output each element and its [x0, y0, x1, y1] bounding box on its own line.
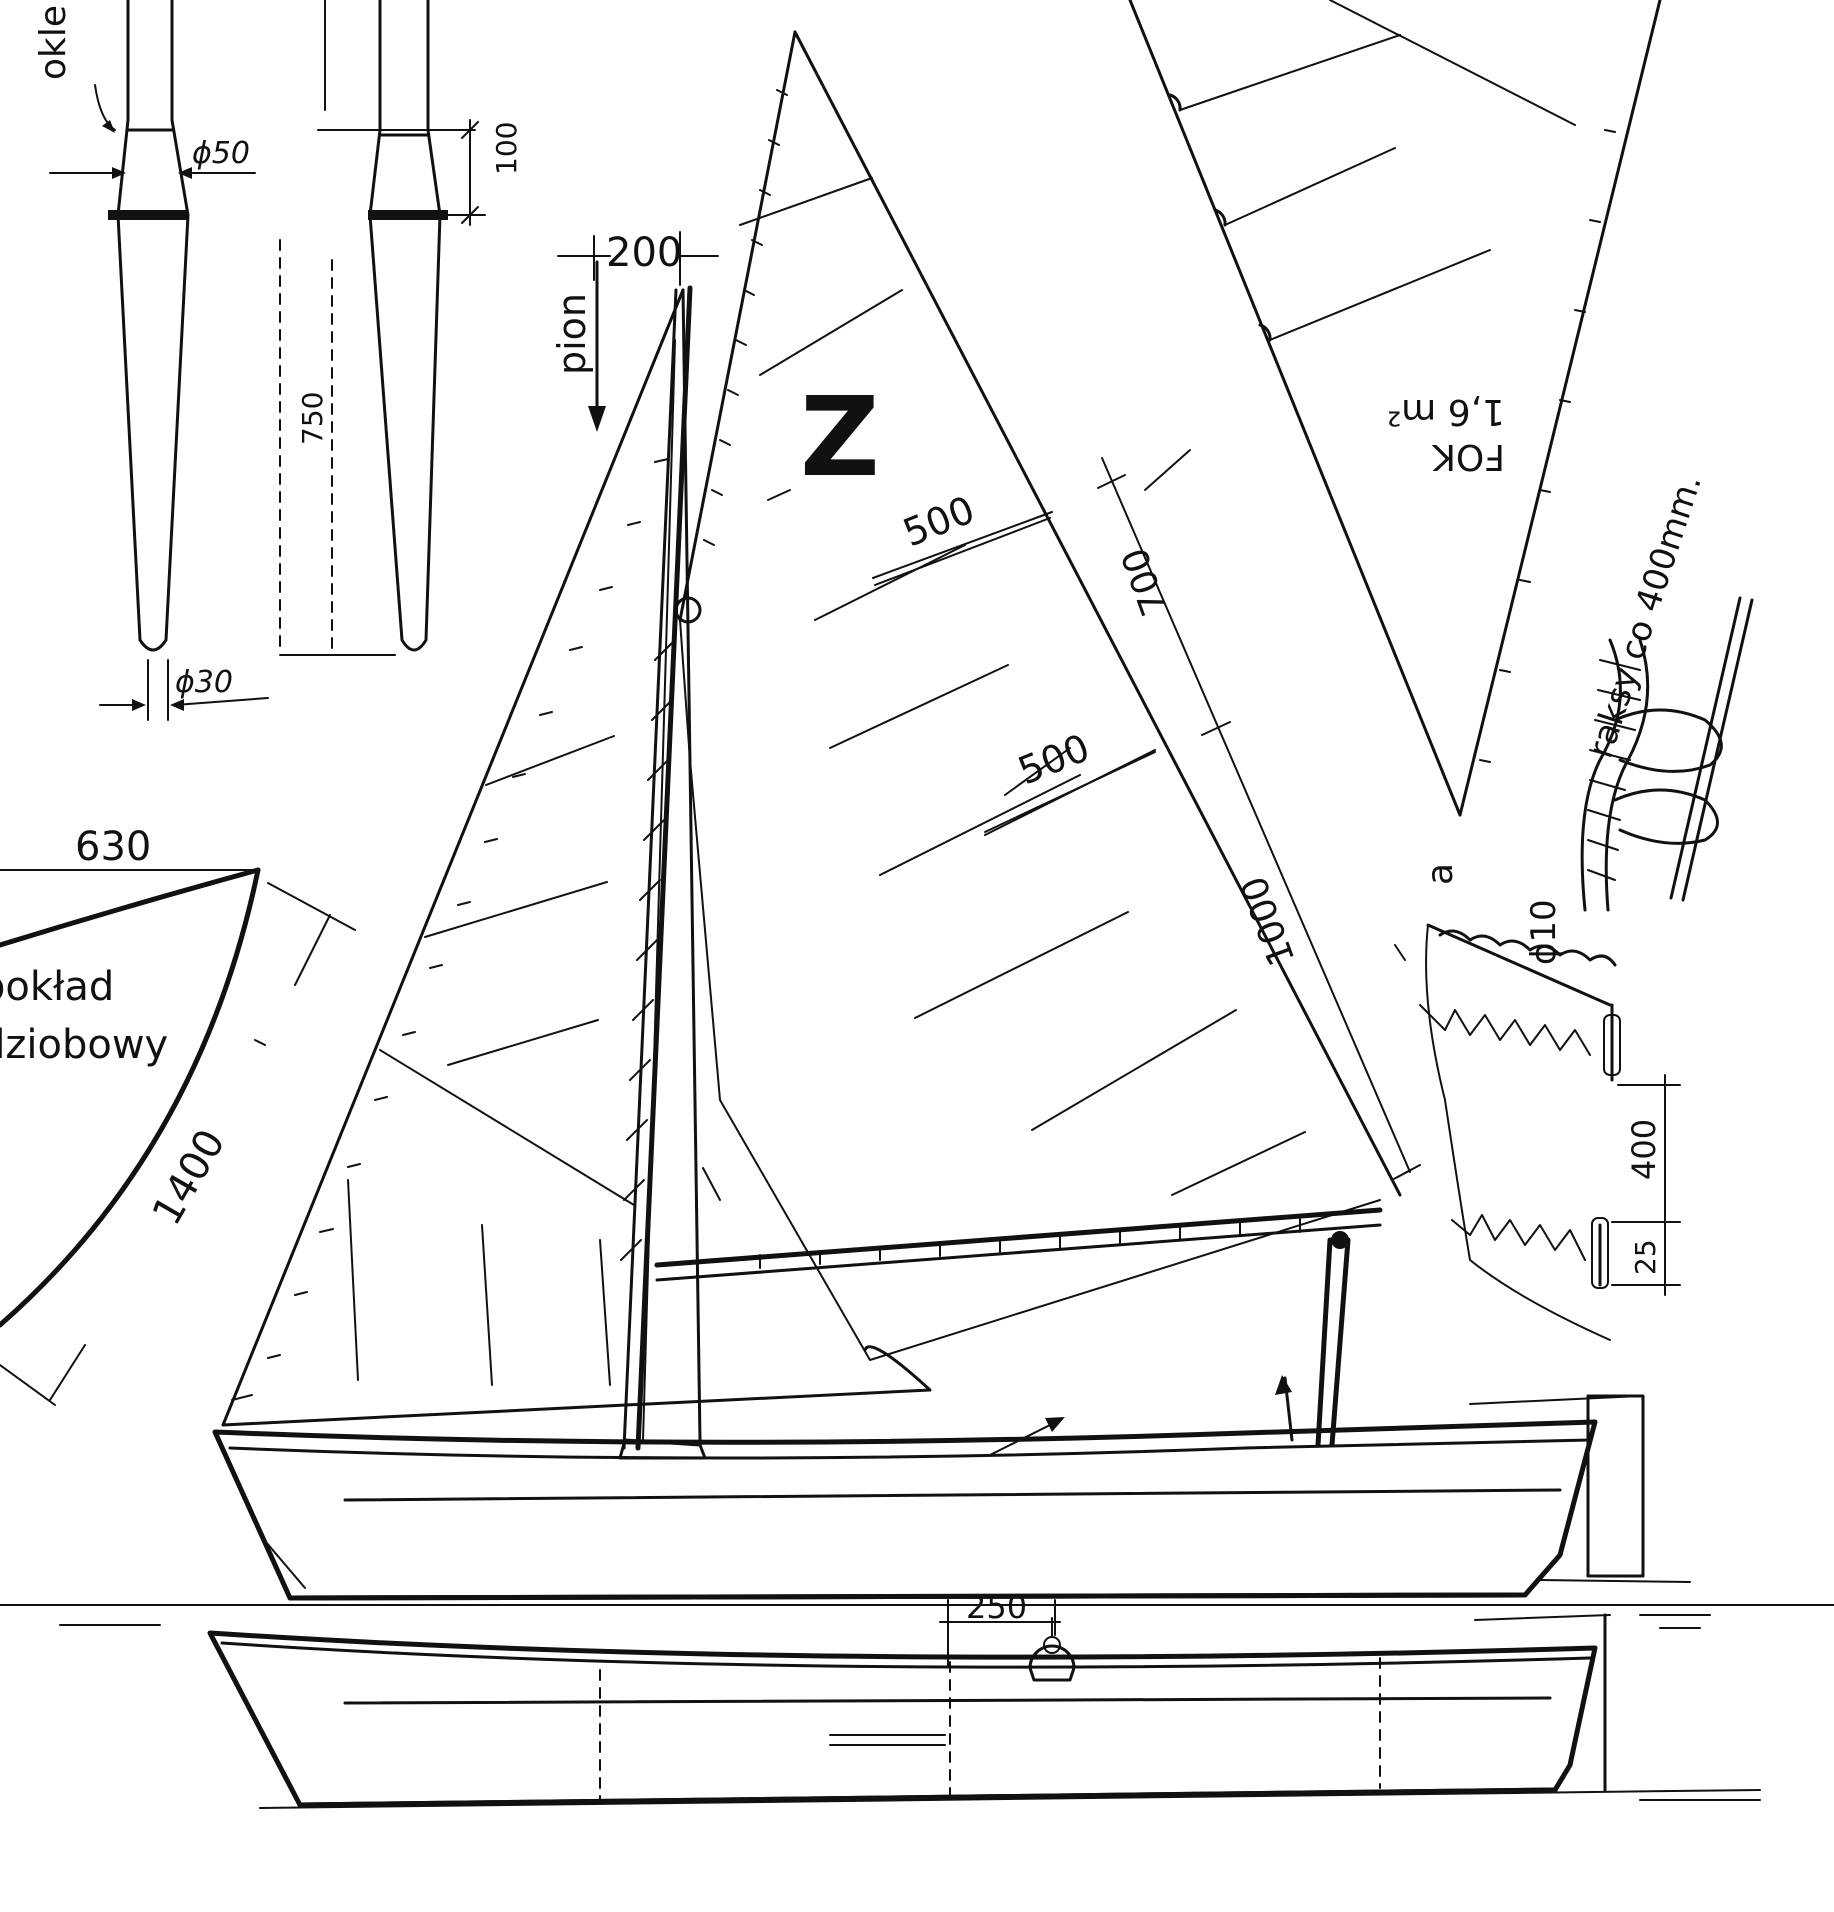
label-dim-750: 750: [296, 392, 329, 445]
collar-band: [108, 210, 188, 220]
label-dim-250: 250: [966, 1588, 1027, 1626]
boom: [654, 1207, 1383, 1282]
sail-insignia: Z: [800, 373, 880, 501]
label-okle: okle: [33, 5, 74, 80]
boomkin-post: [1275, 1231, 1351, 1448]
spar-detail-right: [279, 0, 486, 656]
label-dim-400: 400: [1625, 1119, 1663, 1180]
jib-sail: [221, 288, 932, 1442]
sheet-arrow: [989, 1417, 1065, 1456]
label-poklad: pokład: [0, 964, 114, 1010]
reef-detail: [1394, 923, 1681, 1341]
leech-dimensions: [874, 457, 1421, 1181]
spar-detail-left: [49, 0, 269, 721]
label-dim-630: 630: [75, 824, 151, 870]
mast: [620, 285, 702, 1451]
label-pion: pion: [550, 293, 594, 375]
label-a: a: [1420, 863, 1461, 885]
label-dim-1000: 1000: [1234, 871, 1304, 971]
dim-250: [939, 1599, 1061, 1666]
mainsail: [678, 30, 1402, 1361]
collar-band: [368, 210, 448, 220]
fok-sail: [1128, 0, 1662, 817]
label-fok-title: FOK: [1431, 436, 1505, 477]
label-dim-500-top: 500: [897, 487, 981, 555]
rope-detail: [1580, 596, 1754, 912]
label-fok-area: 1,6 m²: [1387, 391, 1505, 432]
label-dim-200: 200: [606, 230, 682, 276]
label-dim-100: 100: [490, 122, 523, 175]
label-diameter-30: ϕ30: [175, 665, 233, 700]
rudder: [1586, 1394, 1645, 1578]
water-lines: [0, 1604, 1834, 1629]
hull-upper: [212, 1394, 1691, 1601]
label-dim-25: 25: [1629, 1239, 1662, 1275]
label-dim-500-bottom: 500: [1012, 725, 1096, 793]
label-diameter-50: ϕ50: [192, 136, 250, 171]
foredeck-outline: [0, 867, 356, 1406]
label-dim-700: 700: [1114, 542, 1176, 621]
hull-lower: [207, 1613, 1611, 1808]
water-lines-lower: [259, 1789, 1761, 1809]
dim-200: [557, 231, 719, 432]
